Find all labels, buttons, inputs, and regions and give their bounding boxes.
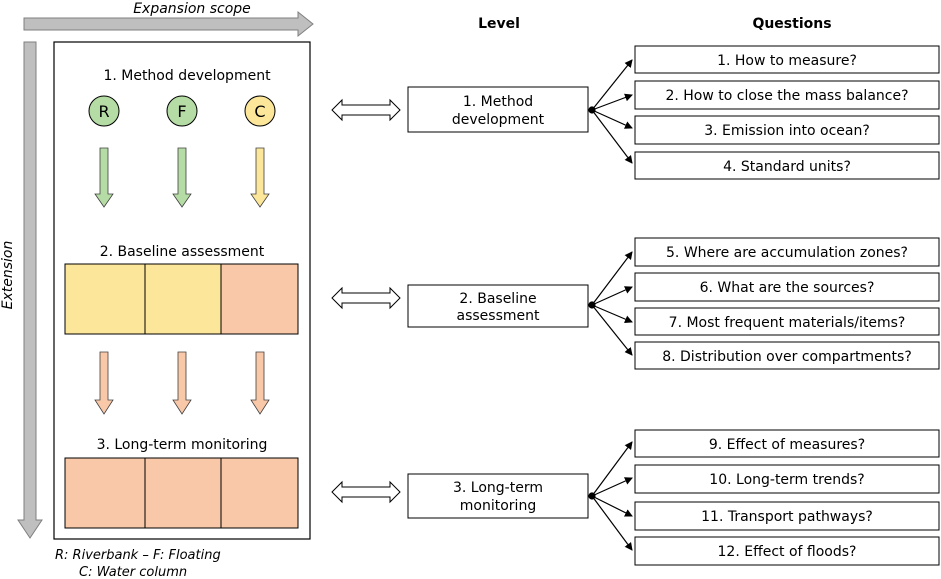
question-11: 11. Transport pathways?: [701, 509, 873, 525]
question-box-6: 6. What are the sources?: [634, 272, 940, 302]
legend-line-2: C: Water column: [79, 565, 187, 579]
stage3-cell-water-column: [220, 457, 299, 529]
question-box-5: 5. Where are accumulation zones?: [634, 237, 940, 267]
expansion-scope-arrow: [23, 10, 314, 38]
left-panel-frame: [53, 41, 311, 540]
level-header: Level: [478, 16, 520, 32]
question-box-7: 7. Most frequent materials/items?: [634, 307, 940, 336]
question-4: 4. Standard units?: [723, 159, 851, 175]
question-10: 10. Long-term trends?: [709, 472, 864, 488]
question-1: 1. How to measure?: [717, 53, 857, 69]
double-arrow-1: [331, 98, 401, 122]
question-2: 2. How to close the mass balance?: [665, 88, 908, 104]
stage2-cell-water-column: [220, 263, 299, 335]
down-arrow-water-column-2: [250, 351, 270, 415]
level-1-line-2: development: [452, 112, 545, 128]
down-arrow-floating-2: [172, 351, 192, 415]
stage2-title: 2. Baseline assessment: [100, 244, 265, 260]
circle-water-column-label: C: [254, 102, 265, 121]
stage2-cell-riverbank: [64, 263, 146, 335]
branch-arrows-level-1: [588, 59, 633, 164]
level-box-2: 2. Baseline assessment: [407, 284, 589, 328]
level-3-line-2: monitoring: [460, 498, 536, 514]
circle-floating: F: [166, 95, 198, 127]
extension-arrow: [17, 41, 43, 539]
question-box-3: 3. Emission into ocean?: [634, 115, 940, 145]
double-arrow-2: [331, 286, 401, 310]
down-arrow-riverbank-2: [94, 351, 114, 415]
stage3-cell-riverbank: [64, 457, 146, 529]
circle-riverbank: R: [88, 95, 120, 127]
question-3: 3. Emission into ocean?: [704, 123, 870, 139]
stage1-title: 1. Method development: [103, 68, 271, 84]
stage2-cell-floating: [144, 263, 222, 335]
double-arrow-3: [331, 480, 401, 504]
question-7: 7. Most frequent materials/items?: [669, 315, 906, 331]
question-box-4: 4. Standard units?: [634, 151, 940, 180]
level-box-1: 1. Method development: [407, 86, 589, 133]
level-2-line-1: 2. Baseline: [459, 291, 536, 307]
down-arrow-floating-1: [172, 147, 192, 208]
question-box-1: 1. How to measure?: [634, 45, 940, 74]
down-arrow-riverbank-1: [94, 147, 114, 208]
question-box-10: 10. Long-term trends?: [634, 464, 940, 494]
stage3-title: 3. Long-term monitoring: [97, 437, 268, 453]
question-box-11: 11. Transport pathways?: [634, 501, 940, 531]
question-9: 9. Effect of measures?: [709, 437, 865, 453]
branch-arrows-level-3: [588, 441, 633, 551]
circle-water-column: C: [244, 95, 276, 127]
extension-label: Extension: [0, 241, 16, 310]
question-box-9: 9. Effect of measures?: [634, 429, 940, 458]
expansion-scope-label: Expansion scope: [133, 1, 251, 17]
branch-arrows-level-2: [588, 251, 633, 356]
level-2-line-2: assessment: [457, 308, 540, 324]
level-box-3: 3. Long-term monitoring: [407, 473, 589, 519]
level-1-line-1: 1. Method: [463, 94, 533, 110]
circle-riverbank-label: R: [98, 102, 109, 121]
question-12: 12. Effect of floods?: [718, 544, 857, 560]
legend-line-1: R: Riverbank – F: Floating: [55, 548, 221, 563]
level-3-line-1: 3. Long-term: [453, 480, 543, 496]
down-arrow-water-column-1: [250, 147, 270, 208]
question-box-8: 8. Distribution over compartments?: [634, 341, 940, 370]
question-6: 6. What are the sources?: [700, 280, 875, 296]
question-5: 5. Where are accumulation zones?: [666, 245, 908, 261]
stage3-cell-floating: [144, 457, 222, 529]
question-8: 8. Distribution over compartments?: [662, 349, 912, 365]
circle-floating-label: F: [177, 102, 186, 121]
question-box-2: 2. How to close the mass balance?: [634, 80, 940, 110]
question-box-12: 12. Effect of floods?: [634, 536, 940, 566]
questions-header: Questions: [752, 16, 831, 32]
